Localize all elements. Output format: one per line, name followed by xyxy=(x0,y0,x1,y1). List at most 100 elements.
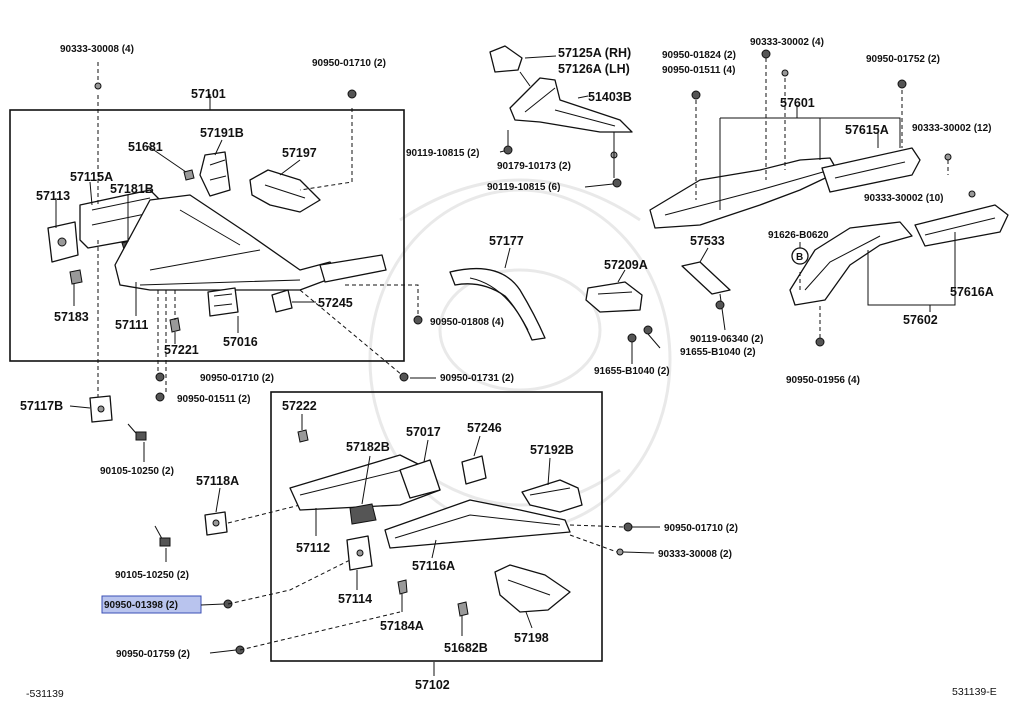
nut-90950-01824[interactable] xyxy=(761,49,771,59)
part-57177[interactable] xyxy=(449,267,546,341)
nut-90950-01710-a[interactable] xyxy=(347,89,357,99)
label-57602: 57602 xyxy=(903,313,938,327)
part-57616A[interactable] xyxy=(914,204,1009,247)
part-57245[interactable] xyxy=(271,289,293,313)
label-57615A: 57615A xyxy=(845,123,889,137)
bolt-91655-B1040-b[interactable] xyxy=(643,325,653,335)
part-57184A[interactable] xyxy=(397,579,408,595)
bolt-90119-10815-6[interactable] xyxy=(612,178,622,188)
label-90950-01752: 90950-01752 (2) xyxy=(866,54,940,65)
nut-90950-01808[interactable] xyxy=(413,315,423,325)
label-90119-10815-6: 90119-10815 (6) xyxy=(487,182,560,193)
label-90950-01710-c: 90950-01710 (2) xyxy=(664,523,738,534)
nut-90950-01956[interactable] xyxy=(815,337,825,347)
nut-90950-01731[interactable] xyxy=(399,372,409,382)
label-57245: 57245 xyxy=(318,296,353,310)
footer-right-code: 531139-E xyxy=(952,686,997,698)
label-57184A: 57184A xyxy=(380,619,424,633)
part-57113[interactable] xyxy=(47,221,79,263)
nut-90333-30008-2[interactable] xyxy=(616,548,624,556)
part-57602[interactable] xyxy=(789,221,913,306)
label-circle-b: B xyxy=(796,252,803,263)
bolt-90105-10250-b[interactable] xyxy=(154,525,171,547)
label-57112: 57112 xyxy=(296,541,330,555)
label-90950-01731: 90950-01731 (2) xyxy=(440,373,514,384)
label-57192B: 57192B xyxy=(530,443,574,457)
label-57016: 57016 xyxy=(223,335,258,349)
label-90950-01824: 90950-01824 (2) xyxy=(662,50,736,61)
label-90179-10173: 90179-10173 (2) xyxy=(497,161,571,172)
part-57198[interactable] xyxy=(494,564,571,613)
label-57116A: 57116A xyxy=(412,559,455,573)
part-57192B[interactable] xyxy=(521,479,583,513)
part-51403B[interactable] xyxy=(509,77,633,133)
nut-90333-30002-4[interactable] xyxy=(781,69,789,77)
bolt-90119-10815-2[interactable] xyxy=(503,145,513,155)
nut-90950-01752[interactable] xyxy=(897,79,907,89)
label-90333-30002-12: 90333-30002 (12) xyxy=(912,123,992,134)
part-57016[interactable] xyxy=(207,287,239,317)
label-57533: 57533 xyxy=(690,234,725,248)
bolt-91655-B1040-a[interactable] xyxy=(627,333,637,343)
label-90950-01710-b: 90950-01710 (2) xyxy=(200,373,274,384)
part-57125A[interactable] xyxy=(489,45,523,73)
part-51682B[interactable] xyxy=(457,601,469,617)
part-57117B[interactable] xyxy=(89,395,113,423)
nut-90333-30008-top[interactable] xyxy=(94,82,102,90)
nut-90333-30002-12[interactable] xyxy=(944,153,952,161)
label-91655-B1040-b: 91655-B1040 (2) xyxy=(680,347,756,358)
part-57183[interactable] xyxy=(69,269,83,285)
label-57209A: 57209A xyxy=(604,258,648,272)
label-57115A: 57115A xyxy=(70,170,113,184)
label-57118A: 57118A xyxy=(196,474,239,488)
label-90333-30002-4: 90333-30002 (4) xyxy=(750,37,824,48)
label-57102: 57102 xyxy=(415,678,450,692)
part-57221[interactable] xyxy=(169,317,181,333)
label-51403B: 51403B xyxy=(588,90,632,104)
label-90333-30008-top: 90333-30008 (4) xyxy=(60,44,134,55)
nut-90333-30002-10[interactable] xyxy=(968,190,976,198)
part-57114[interactable] xyxy=(346,535,373,571)
nut-90950-01710-c[interactable] xyxy=(623,522,633,532)
nut-90950-01511-b[interactable] xyxy=(691,90,701,100)
part-57246[interactable] xyxy=(461,455,487,485)
label-90950-01956: 90950-01956 (4) xyxy=(786,375,860,386)
label-57181B: 57181B xyxy=(110,182,154,196)
label-57111: 57111 xyxy=(115,318,148,332)
label-90333-30002-10: 90333-30002 (10) xyxy=(864,193,944,204)
label-57616A: 57616A xyxy=(950,285,994,299)
label-90105-10250-b: 90105-10250 (2) xyxy=(115,570,189,581)
part-57191B[interactable] xyxy=(199,151,231,197)
bolt-90105-10250-a[interactable] xyxy=(127,423,147,441)
part-57601[interactable] xyxy=(649,157,839,229)
footer-left-code: -531139 xyxy=(26,688,64,700)
part-57209A[interactable] xyxy=(585,281,643,313)
nut-90950-01511-a[interactable] xyxy=(155,392,165,402)
part-57222[interactable] xyxy=(297,429,309,443)
label-57117B: 57117B xyxy=(20,399,63,413)
label-57601: 57601 xyxy=(780,96,815,110)
group-box-57101 xyxy=(9,109,405,362)
label-57126A: 57126A (LH) xyxy=(558,62,630,76)
part-57182B[interactable] xyxy=(349,503,377,525)
part-57111[interactable] xyxy=(114,194,387,291)
label-57222: 57222 xyxy=(282,399,317,413)
bolt-90119-06340[interactable] xyxy=(715,300,725,310)
part-57533[interactable] xyxy=(681,261,731,295)
label-90119-10815-2: 90119-10815 (2) xyxy=(406,148,479,159)
part-57017[interactable] xyxy=(399,459,441,499)
part-51681[interactable] xyxy=(183,169,195,181)
label-57198: 57198 xyxy=(514,631,549,645)
label-90950-01710-a: 90950-01710 (2) xyxy=(312,58,386,69)
label-57182B: 57182B xyxy=(346,440,390,454)
label-57114: 57114 xyxy=(338,592,372,606)
part-57197[interactable] xyxy=(249,169,321,213)
part-57118A[interactable] xyxy=(204,511,228,536)
part-57615A[interactable] xyxy=(821,147,921,193)
label-90950-01398[interactable]: 90950-01398 (2) xyxy=(104,600,178,611)
part-57116A[interactable] xyxy=(384,499,571,549)
label-57191B: 57191B xyxy=(200,126,244,140)
nut-90950-01710-b[interactable] xyxy=(155,372,165,382)
label-90950-01511-b: 90950-01511 (4) xyxy=(662,65,735,76)
